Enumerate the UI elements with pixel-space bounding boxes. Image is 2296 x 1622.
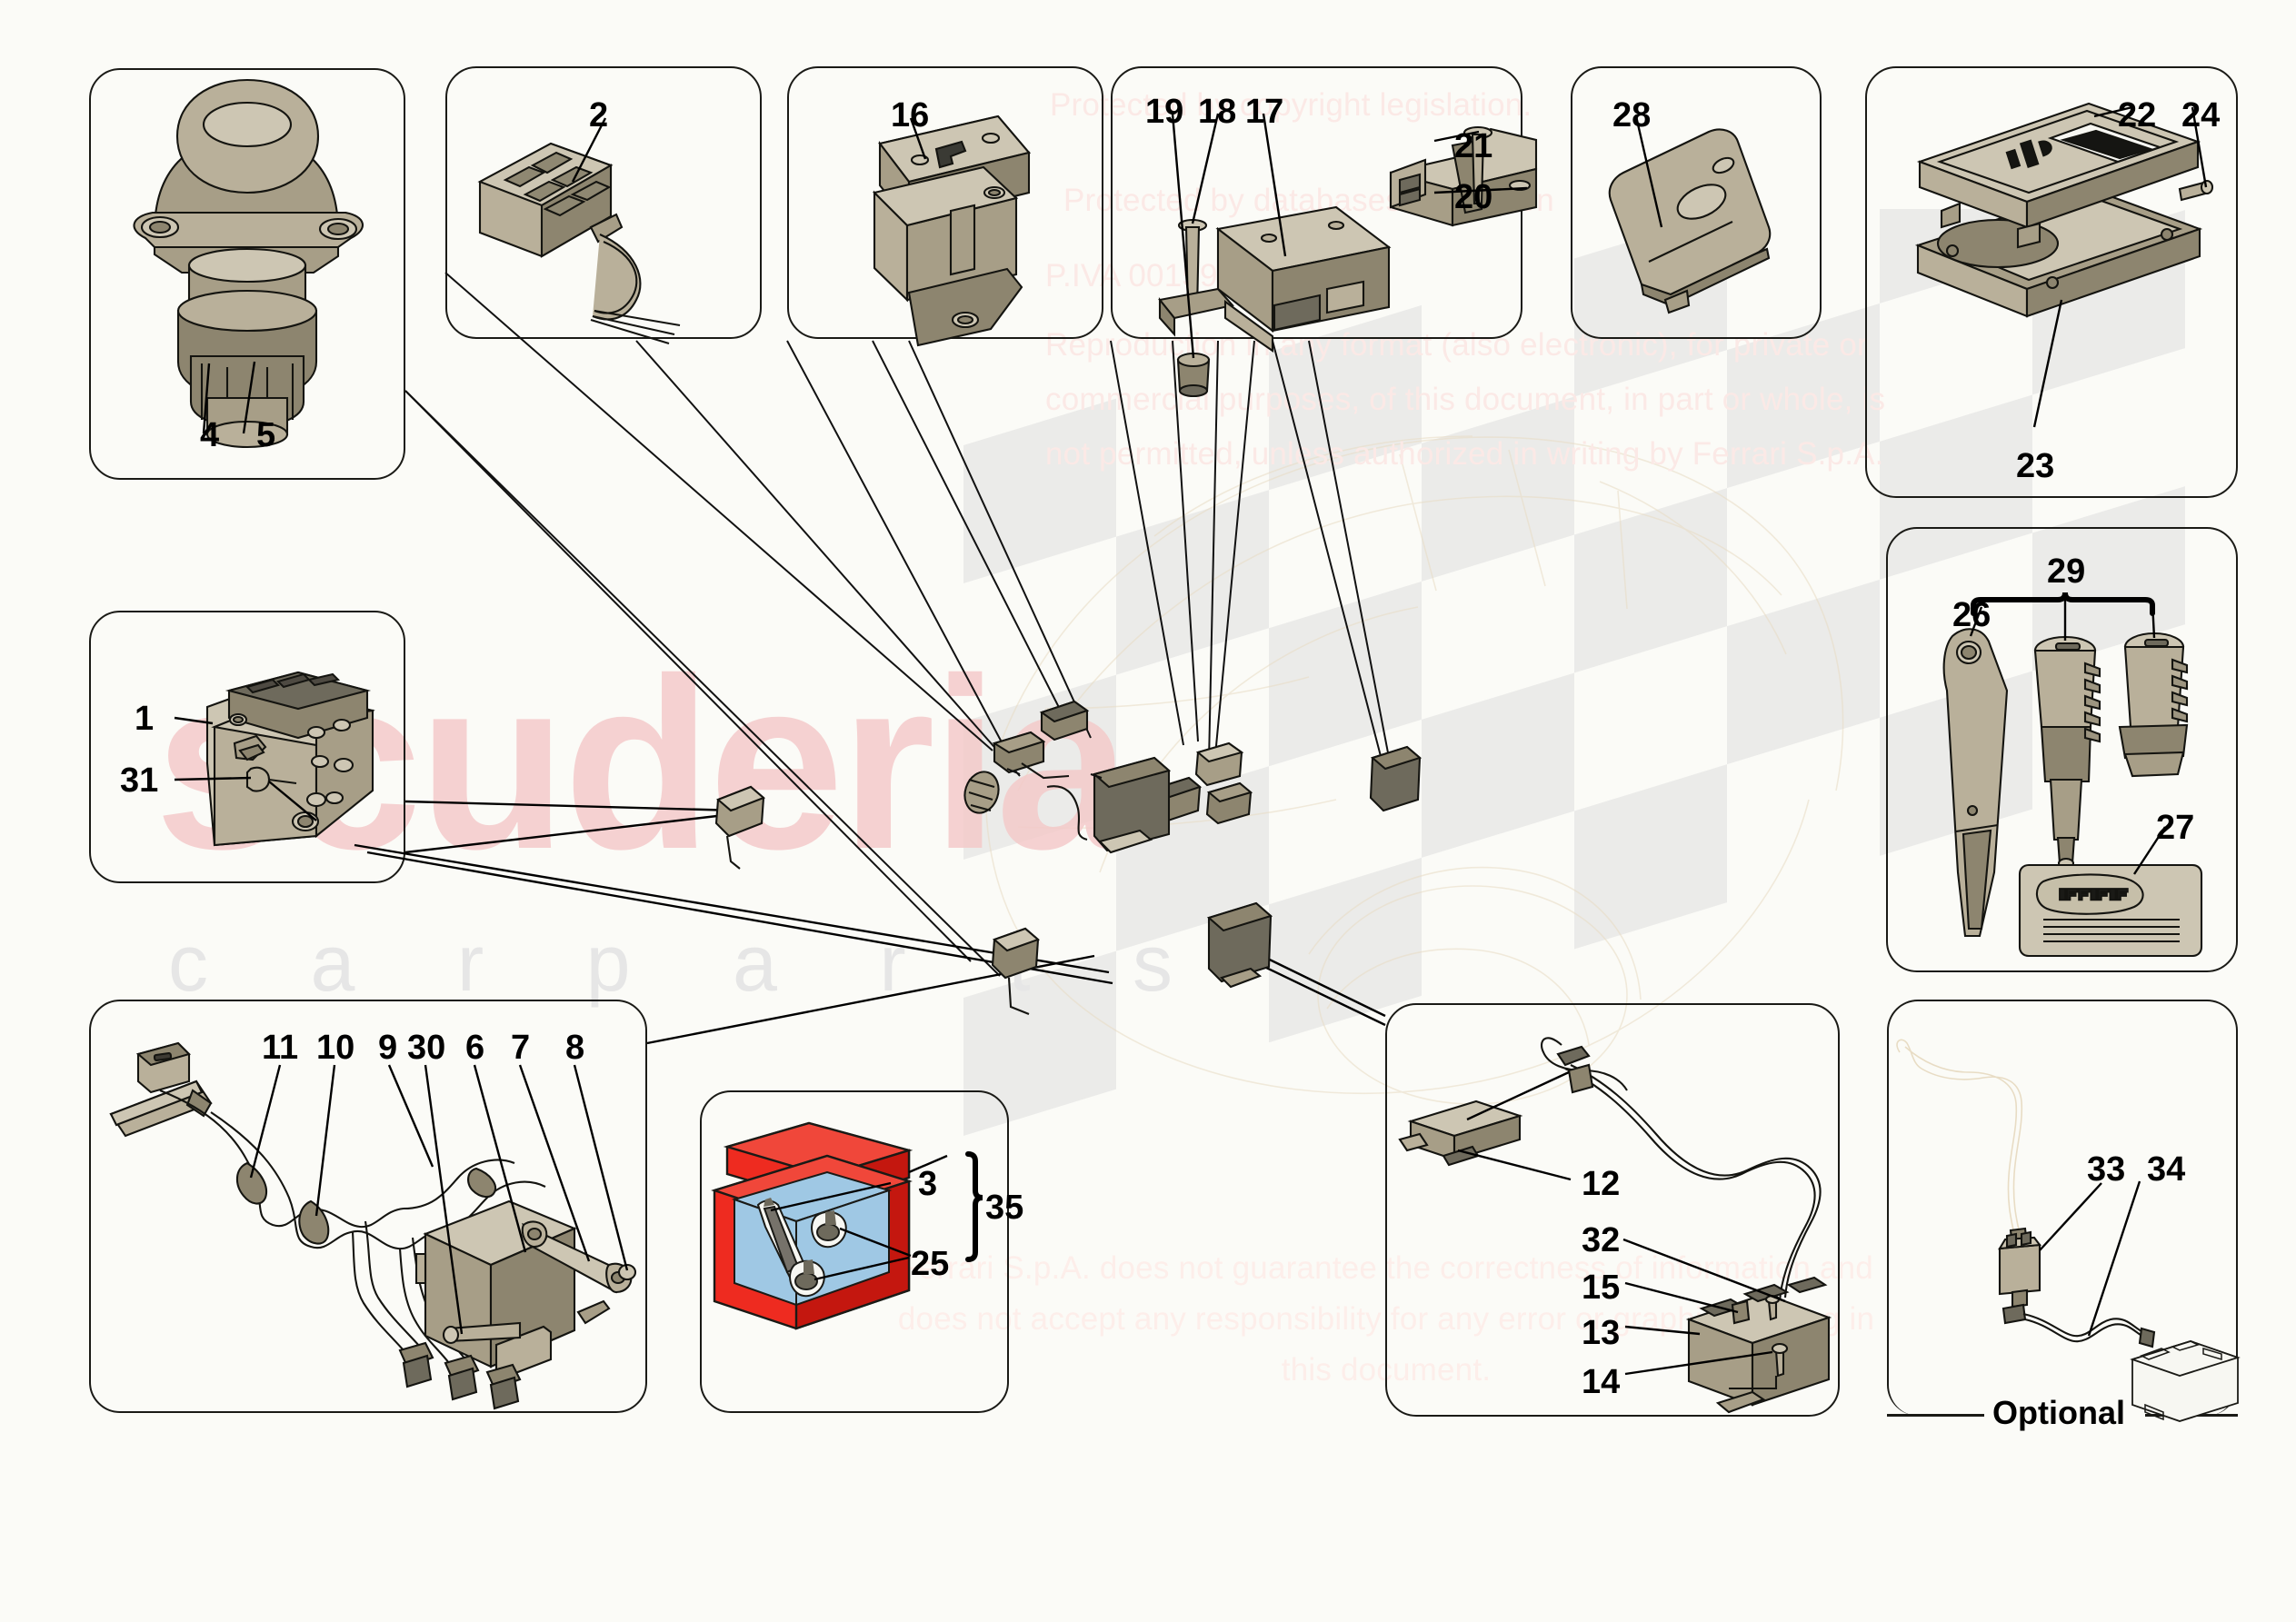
optional-footer-label: Optional [1992, 1394, 2125, 1431]
optional-border-left [1887, 1414, 1984, 1417]
callout-28: 28 [1612, 96, 1652, 134]
callout-2: 2 [589, 96, 609, 134]
housing-panel [1865, 66, 2238, 498]
callout-27: 27 [2156, 809, 2195, 847]
part-harness [109, 1041, 637, 1410]
callout-12: 12 [1582, 1165, 1621, 1203]
callout-25: 25 [911, 1245, 950, 1283]
centre-components [714, 700, 1423, 1015]
callout-26: 26 [1952, 596, 1992, 634]
part-optional [1896, 1039, 2241, 1422]
key-set-panel [1886, 527, 2238, 972]
part-housing-assembly [1914, 102, 2214, 318]
tool-kit-box-panel [700, 1090, 1009, 1413]
callout-3: 3 [918, 1165, 938, 1203]
callout-16: 16 [891, 96, 930, 134]
callout-23: 23 [2016, 447, 2055, 485]
callout-21: 21 [1454, 127, 1493, 165]
callout-10: 10 [316, 1029, 355, 1067]
callout-9: 9 [378, 1029, 398, 1067]
callout-20: 20 [1454, 178, 1493, 216]
callout-34: 34 [2147, 1150, 2186, 1189]
part-ecu-assembly [1158, 125, 1538, 398]
callout-15: 15 [1582, 1269, 1621, 1307]
callout-19: 19 [1145, 93, 1184, 131]
callout-13: 13 [1582, 1314, 1621, 1352]
callout-8: 8 [565, 1029, 585, 1067]
part-remote-fob [1608, 128, 1772, 314]
callout-6: 6 [465, 1029, 485, 1067]
part-ignition-block [205, 671, 375, 847]
callout-31: 31 [120, 761, 159, 800]
callout-24: 24 [2181, 96, 2221, 134]
harness-panel [89, 1000, 647, 1413]
callout-18: 18 [1198, 93, 1237, 131]
remote-fob-panel [1571, 66, 1822, 339]
part-antenna-module [1398, 1037, 1832, 1414]
callout-30: 30 [407, 1029, 446, 1067]
callout-14: 14 [1582, 1363, 1621, 1401]
ignition-panel [89, 611, 405, 883]
callout-22: 22 [2118, 96, 2157, 134]
connector-panel [445, 66, 762, 339]
part-siren [133, 78, 364, 449]
callout-1: 1 [135, 700, 155, 738]
optional-panel [1887, 1000, 2238, 1416]
siren-panel [89, 68, 405, 480]
callout-17: 17 [1245, 93, 1284, 131]
callout-29: 29 [2047, 552, 2086, 591]
part-actuator [872, 114, 1031, 347]
part-connector [477, 142, 681, 345]
antenna-module-panel [1385, 1003, 1840, 1417]
callout-35: 35 [985, 1189, 1024, 1227]
callout-11: 11 [262, 1029, 299, 1067]
callout-7: 7 [511, 1029, 531, 1067]
callout-33: 33 [2087, 1150, 2126, 1189]
callout-4: 4 [200, 416, 220, 454]
callout-32: 32 [1582, 1221, 1621, 1259]
part-kit-box [711, 1121, 913, 1330]
callout-5: 5 [256, 416, 276, 454]
part-key-set [1942, 628, 2203, 958]
